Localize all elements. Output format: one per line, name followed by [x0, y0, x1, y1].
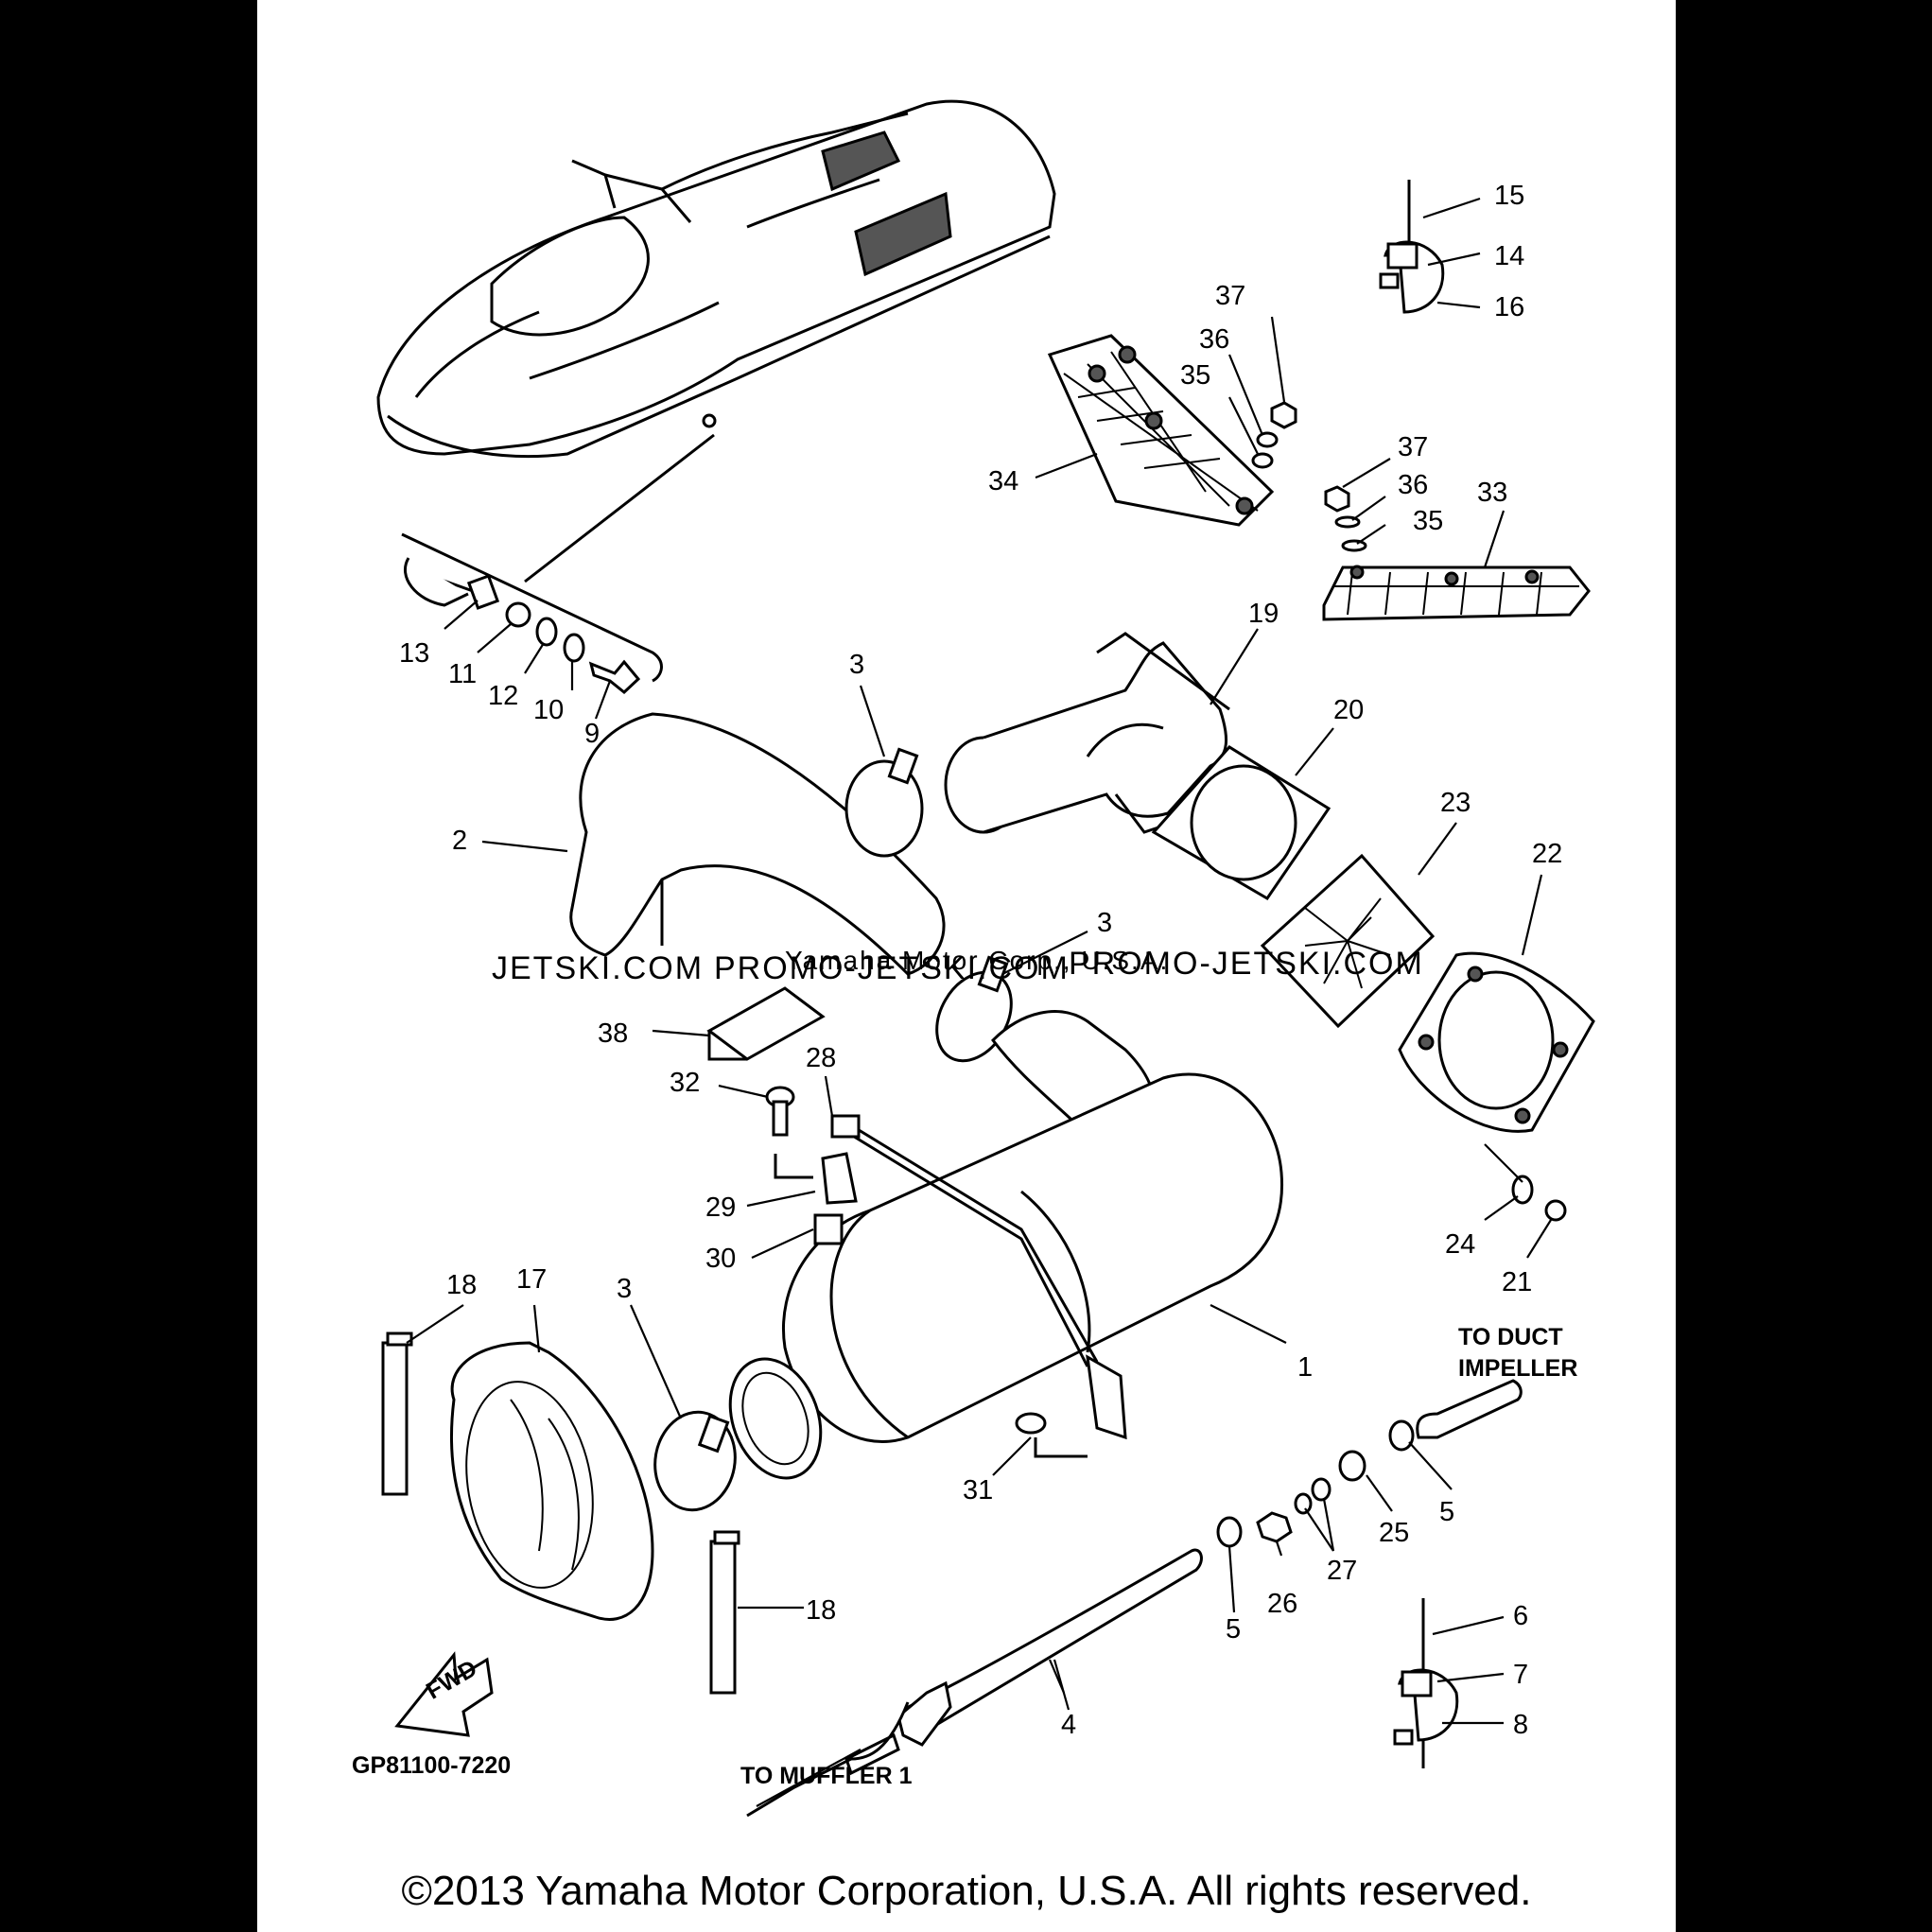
callout-26: 26 — [1267, 1589, 1297, 1619]
hose-4-assembly — [746, 1548, 1203, 1818]
exhaust-pipe-2 — [569, 712, 946, 976]
plate-22 — [1398, 951, 1595, 1133]
bolt-32-bracket-29-damper-30 — [765, 1086, 1088, 1458]
callout-3-upper: 3 — [849, 650, 864, 680]
watermark: JETSKI.COM PROMO-JETSKI.COM Yamaha Motor… — [492, 946, 1424, 986]
callout-7: 7 — [1513, 1660, 1528, 1690]
callout-18-lower: 18 — [806, 1595, 836, 1626]
watermark-right: PROMO-JETSKI.COM — [1069, 946, 1424, 982]
callout-2: 2 — [452, 826, 467, 856]
callout-20: 20 — [1333, 695, 1364, 725]
muffler-1 — [728, 1010, 1284, 1480]
callout-24: 24 — [1445, 1229, 1475, 1260]
callout-31: 31 — [963, 1475, 993, 1506]
watermark-overlay: Yamaha Motor Corp., U.S.A. — [785, 946, 1169, 975]
bracket-38 — [706, 986, 826, 1061]
callout-labels: 15 14 16 37 36 35 34 37 36 35 33 13 11 1… — [399, 181, 1562, 1740]
outlet-flange-17 — [450, 1341, 654, 1621]
intake-grate-33 — [1322, 565, 1591, 621]
note-to-duct-line1: TO DUCT — [1458, 1324, 1563, 1350]
callout-10: 10 — [533, 695, 564, 725]
callout-23: 23 — [1440, 788, 1471, 818]
callout-38: 38 — [598, 1018, 628, 1049]
callout-32: 32 — [670, 1068, 700, 1098]
callout-5-left: 5 — [1226, 1614, 1241, 1645]
gasket-20 — [1151, 745, 1332, 900]
callout-29: 29 — [705, 1192, 736, 1223]
rear-bracket-assembly — [401, 433, 715, 694]
hose-to-duct — [1416, 1379, 1523, 1439]
callout-16: 16 — [1494, 292, 1524, 322]
callout-1: 1 — [1297, 1352, 1313, 1383]
diagram-code: GP81100-7220 — [352, 1752, 511, 1779]
callout-22: 22 — [1532, 839, 1562, 869]
watercraft-illustration — [376, 99, 1056, 459]
spacer-18-lower — [709, 1530, 740, 1695]
leader-lines — [406, 197, 1552, 1725]
callout-13: 13 — [399, 638, 429, 669]
fwd-arrow-icon: FWD — [394, 1651, 494, 1737]
callout-30: 30 — [705, 1244, 736, 1274]
callout-36-lower: 36 — [1398, 470, 1428, 500]
callout-8: 8 — [1513, 1710, 1528, 1740]
callout-34: 34 — [988, 466, 1018, 496]
callout-17: 17 — [516, 1264, 547, 1295]
hose-clamp-lower — [653, 1410, 737, 1512]
callout-15: 15 — [1494, 181, 1524, 211]
direction-notes: TO DUCT IMPELLER TO MUFFLER 1 GP81100-72… — [352, 1324, 1577, 1789]
callout-28: 28 — [806, 1043, 836, 1073]
clamp-6-8 — [1393, 1598, 1459, 1768]
callout-35-lower: 35 — [1413, 506, 1443, 536]
callout-35-upper: 35 — [1180, 360, 1210, 391]
note-to-duct-line2: IMPELLER — [1458, 1355, 1577, 1382]
callout-6: 6 — [1513, 1601, 1528, 1631]
copyright-notice: ©2013 Yamaha Motor Corporation, U.S.A. A… — [401, 1868, 1532, 1914]
intake-grate-34 — [1047, 334, 1275, 527]
watermark-left: JETSKI.COM — [492, 950, 704, 986]
callout-19: 19 — [1248, 599, 1279, 629]
callout-14: 14 — [1494, 241, 1524, 271]
hose-clamp-upper — [844, 747, 924, 858]
note-to-muffler: TO MUFFLER 1 — [740, 1763, 913, 1789]
nut-washers-right — [1251, 401, 1367, 552]
callout-9: 9 — [584, 719, 600, 749]
watermark-center: PROMO-JETSKI.COM — [714, 950, 1070, 986]
callout-36-upper: 36 — [1199, 324, 1229, 355]
callout-37-upper: 37 — [1215, 281, 1245, 311]
callout-4: 4 — [1061, 1710, 1076, 1740]
callout-27: 27 — [1327, 1556, 1357, 1586]
callout-18-upper: 18 — [446, 1270, 477, 1300]
clamp-14-16 — [1379, 180, 1445, 314]
callout-5-right: 5 — [1439, 1497, 1454, 1527]
bolts-21-24 — [1511, 1175, 1567, 1222]
callout-25: 25 — [1379, 1518, 1409, 1548]
callout-33: 33 — [1477, 478, 1507, 508]
fittings-5-25-26-27 — [1216, 1419, 1415, 1548]
callout-11: 11 — [448, 659, 477, 689]
spacer-18-upper — [381, 1332, 413, 1496]
callout-21: 21 — [1502, 1267, 1532, 1297]
plate-23 — [1260, 853, 1436, 1029]
callout-37-lower: 37 — [1398, 432, 1428, 462]
stay-28 — [830, 1114, 1127, 1440]
callout-3-lower: 3 — [617, 1274, 632, 1304]
exhaust-elbow-19 — [944, 632, 1230, 834]
callout-3-middle: 3 — [1097, 908, 1112, 938]
callout-12: 12 — [488, 681, 518, 711]
